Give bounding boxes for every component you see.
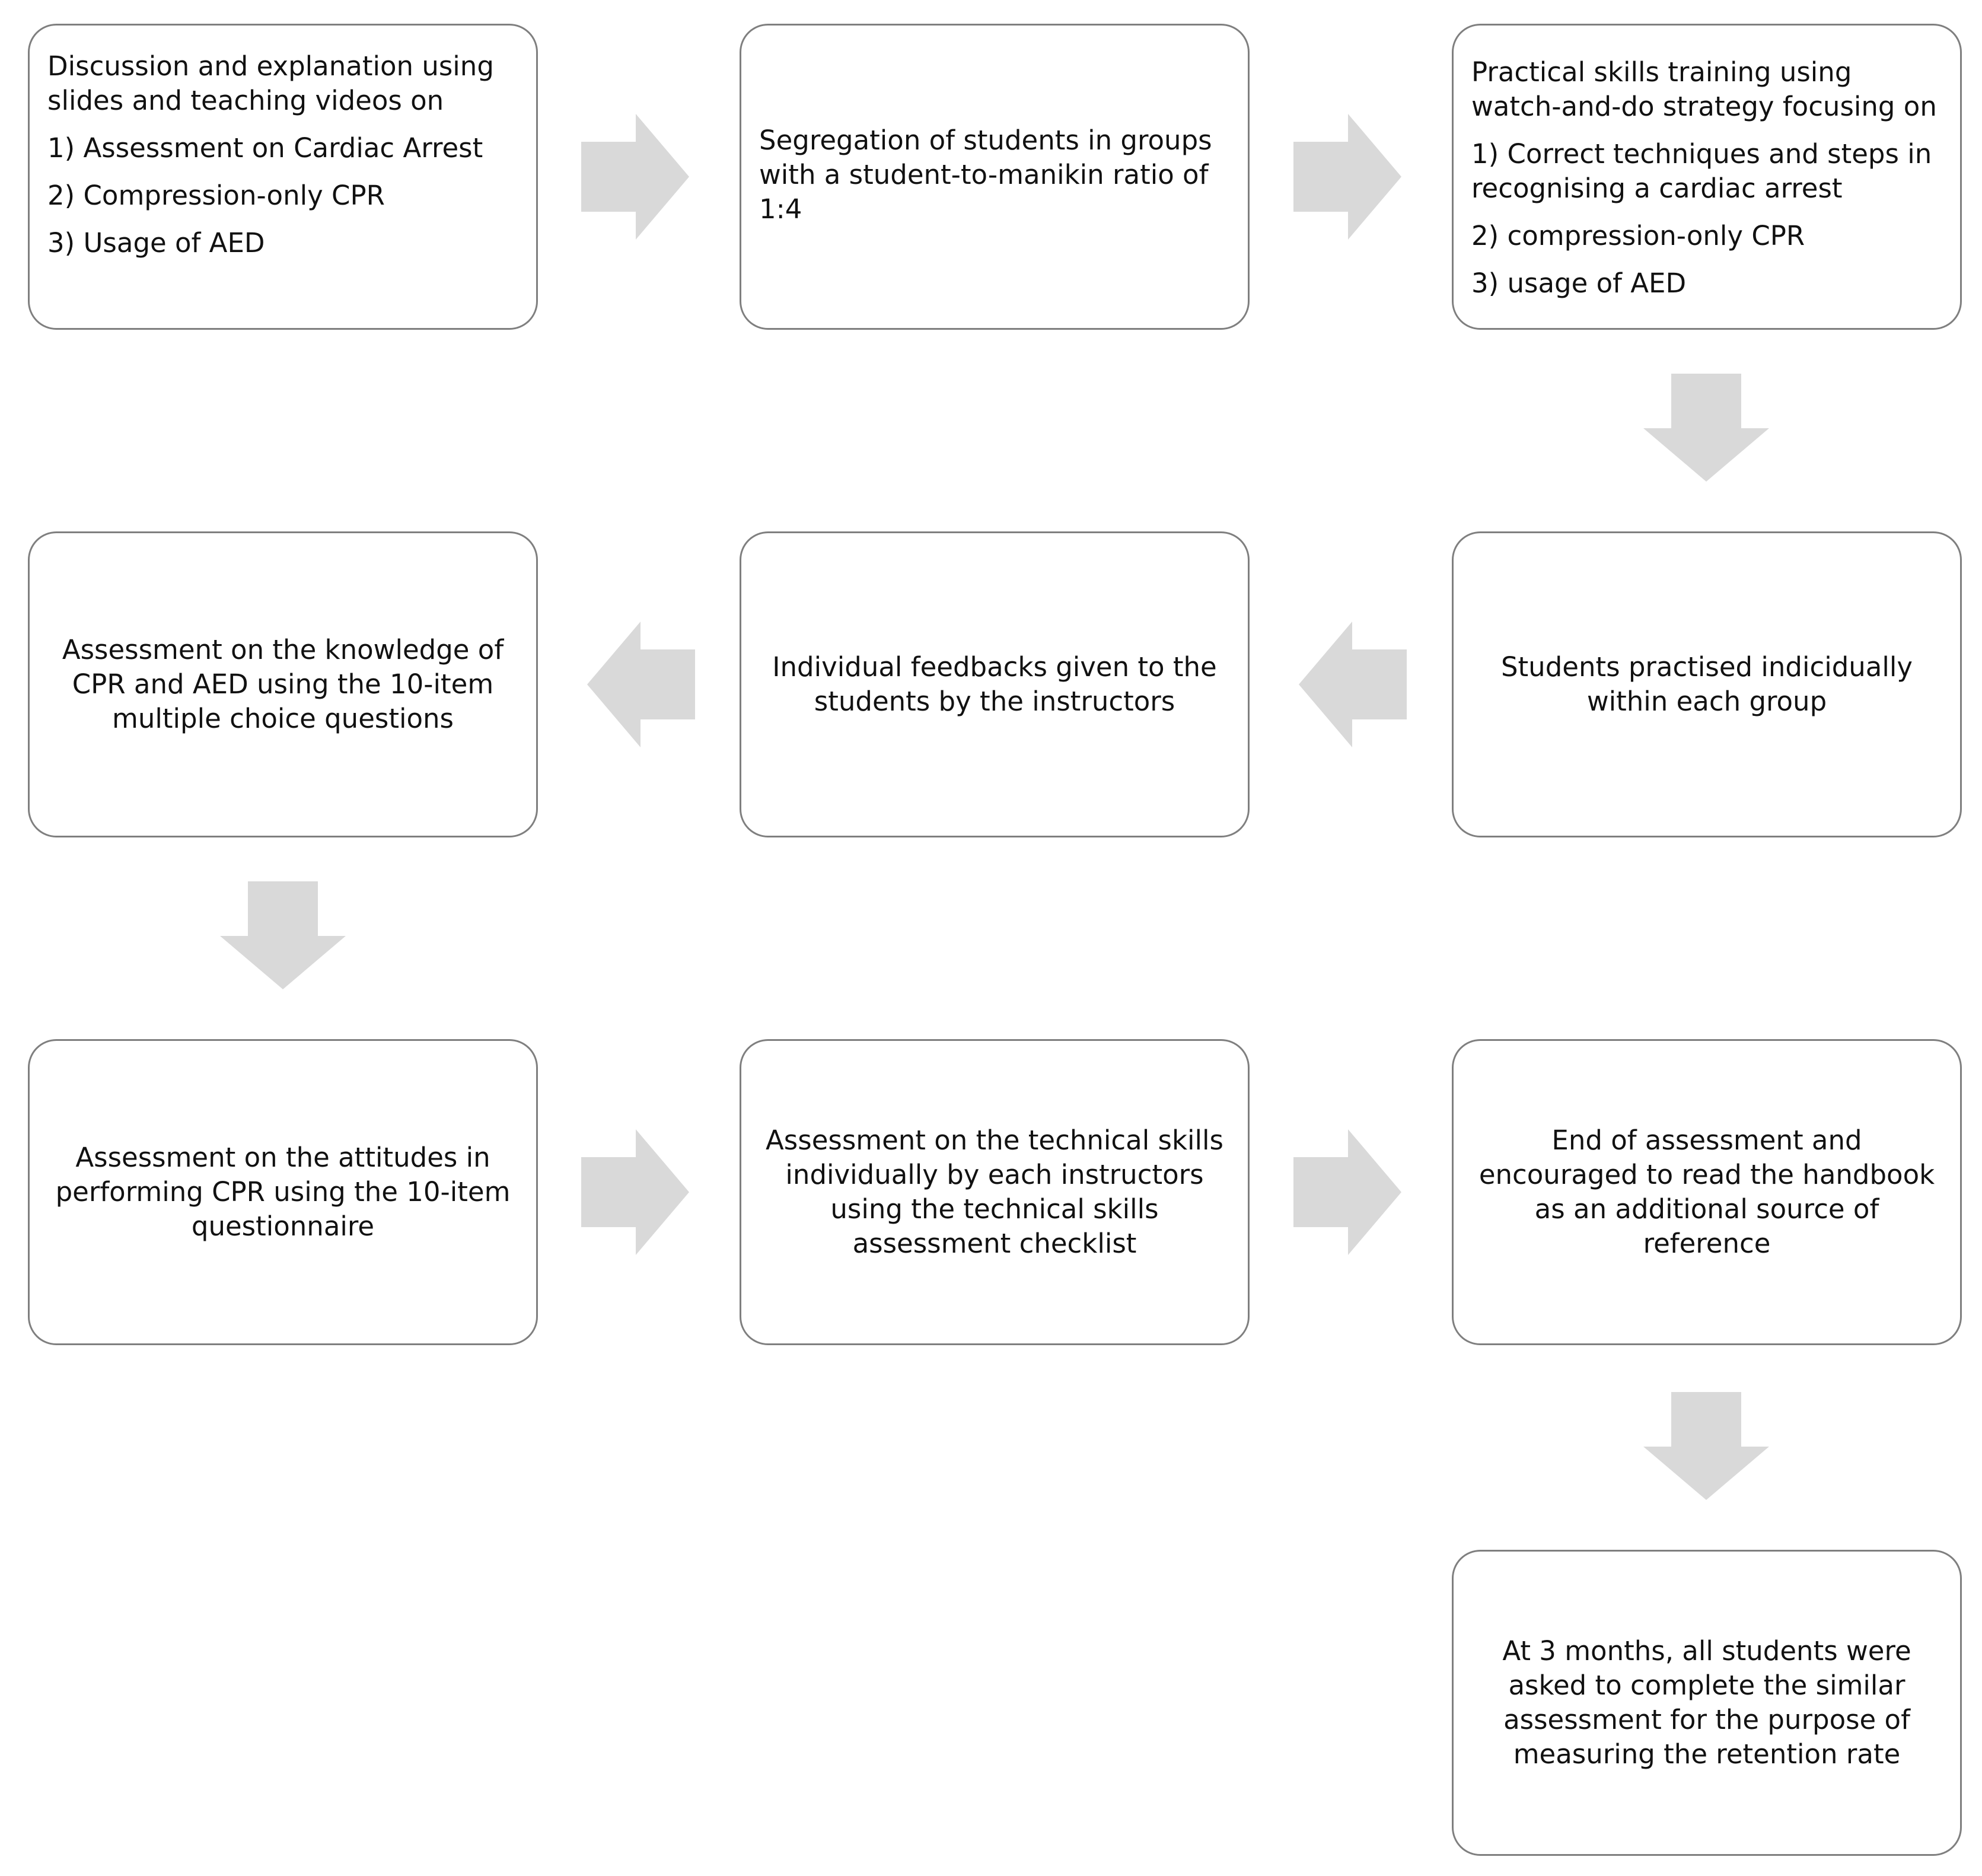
step-9-box: End of assessment and encouraged to read… [1452,1039,1962,1345]
arrow-left-icon [587,622,695,747]
arrow-right-icon [581,114,689,240]
step-10-text: At 3 months, all students were asked to … [1502,1635,1911,1770]
step-3-item-3: 3) usage of AED [1471,267,1687,299]
step-7-box: Assessment on the attitudes in performin… [28,1039,538,1345]
step-1-item-3: 3) Usage of AED [47,227,265,259]
arrow-down-icon [220,881,346,989]
step-8-text: Assessment on the technical skills indiv… [766,1125,1223,1259]
arrow-left-icon [1299,622,1407,747]
step-8-box: Assessment on the technical skills indiv… [740,1039,1250,1345]
step-6-box: Assessment on the knowledge of CPR and A… [28,531,538,837]
step-3-item-1: 1) Correct techniques and steps in recog… [1471,138,1932,204]
step-6-text: Assessment on the knowledge of CPR and A… [62,634,504,734]
arrow-right-icon [1293,1129,1401,1255]
step-4-text: Students practised indicidually within e… [1500,651,1913,717]
step-1-text: Discussion and explanation using slides … [47,50,494,116]
step-3-item-2: 2) compression-only CPR [1471,220,1805,251]
arrow-down-icon [1643,374,1769,482]
step-2-text: Segregation of students in groups with a… [759,125,1212,225]
step-4-box: Students practised indicidually within e… [1452,531,1962,837]
step-3-text: Practical skills training using watch-an… [1471,56,1937,122]
step-5-text: Individual feedbacks given to the studen… [772,651,1217,717]
step-1-item-2: 2) Compression-only CPR [47,180,385,211]
step-7-text: Assessment on the attitudes in performin… [55,1142,511,1242]
arrow-down-icon [1643,1392,1769,1500]
arrow-right-icon [1293,114,1401,240]
step-2-box: Segregation of students in groups with a… [740,24,1250,330]
step-1-item-1: 1) Assessment on Cardiac Arrest [47,132,483,164]
step-5-box: Individual feedbacks given to the studen… [740,531,1250,837]
step-3-box: Practical skills training using watch-an… [1452,24,1962,330]
arrow-right-icon [581,1129,689,1255]
step-1-box: Discussion and explanation using slides … [28,24,538,330]
step-9-text: End of assessment and encouraged to read… [1478,1125,1935,1259]
step-10-box: At 3 months, all students were asked to … [1452,1550,1962,1856]
